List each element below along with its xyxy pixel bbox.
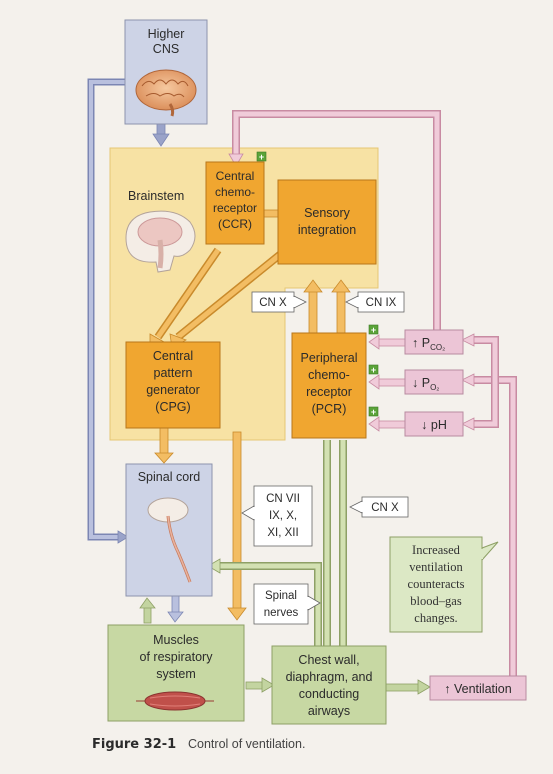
brainstem-to-muscles-arrow bbox=[227, 431, 247, 621]
brainstem-label: Brainstem bbox=[128, 189, 184, 203]
po2-label: ↓ PO₂ bbox=[412, 376, 439, 392]
spinal-nerves-callout: Spinal nerves bbox=[253, 583, 321, 625]
sensory-line1: Sensory bbox=[304, 206, 351, 220]
chest-line4: airways bbox=[308, 704, 350, 718]
cpg-line4: (CPG) bbox=[155, 400, 190, 414]
spinal-nerves-line1: Spinal bbox=[265, 590, 297, 602]
higher-cns-line1: Higher bbox=[148, 27, 185, 41]
note-line4: blood–gas bbox=[410, 594, 462, 608]
higher-cns-to-spinal-cord-arrow bbox=[87, 78, 129, 544]
muscle-icon bbox=[136, 691, 214, 711]
figure-title: Control of ventilation. bbox=[188, 737, 305, 751]
cpg-line2: pattern bbox=[154, 366, 193, 380]
cpg-to-spinal-cord-arrow bbox=[154, 426, 174, 464]
note-line1: Increased bbox=[412, 543, 461, 557]
ccr-box: Central chemo- receptor (CCR) bbox=[205, 161, 265, 245]
chest-to-spinal-cord-arrow bbox=[207, 558, 322, 648]
spinal-nerves-line2: nerves bbox=[264, 607, 299, 619]
svg-text:+: + bbox=[371, 325, 376, 335]
ccr-line3: receptor bbox=[213, 201, 257, 215]
cpg-line1: Central bbox=[153, 349, 193, 363]
cn-vii-line1: CN VII bbox=[266, 493, 300, 505]
ccr-plus-badge: + bbox=[256, 151, 267, 162]
cn-x-top-callout: CN X bbox=[251, 291, 307, 313]
svg-text:+: + bbox=[371, 407, 376, 417]
muscles-box: Muscles of respiratory system bbox=[107, 624, 245, 722]
ccr-line1: Central bbox=[216, 169, 255, 183]
cn-x-mid-label: CN X bbox=[371, 502, 399, 514]
sensory-integration-box: Sensory integration bbox=[277, 179, 377, 265]
po2-box: ↓ PO₂ bbox=[404, 369, 464, 395]
pcr-line1: Peripheral bbox=[301, 351, 358, 365]
cn-x-top-label: CN X bbox=[259, 297, 287, 309]
pcr-box: Peripheral chemo- receptor (PCR) bbox=[291, 332, 367, 439]
spinal-cord-label: Spinal cord bbox=[138, 470, 201, 484]
pco2-to-ccr-arrow bbox=[228, 110, 441, 330]
spinal-cord-box: Spinal cord bbox=[125, 463, 213, 597]
ventilation-label: ↑ Ventilation bbox=[444, 682, 511, 696]
ph-box: ↓ pH bbox=[404, 411, 464, 437]
cn-vii-line3: XI, XII bbox=[267, 527, 298, 539]
higher-cns-box: Higher CNS bbox=[124, 19, 208, 125]
note-line2: ventilation bbox=[409, 560, 463, 574]
ccr-line4: (CCR) bbox=[218, 217, 252, 231]
ventilation-box: ↑ Ventilation bbox=[429, 675, 527, 701]
blood-gas-to-pcr-arrows bbox=[368, 334, 406, 432]
figure-caption: Figure 32-1 Control of ventilation. bbox=[92, 737, 305, 752]
note-line3: counteracts bbox=[408, 577, 465, 591]
pcr-line2: chemo- bbox=[308, 368, 350, 382]
ventilation-feedback-arrows bbox=[461, 333, 517, 676]
note-box: Increased ventilation counteracts blood–… bbox=[389, 536, 499, 633]
ph-label: ↓ pH bbox=[421, 418, 447, 432]
cn-vii-callout: CN VII IX, X, XI, XII bbox=[241, 485, 313, 547]
brain-icon bbox=[135, 69, 197, 117]
spinal-cord-icon bbox=[147, 497, 192, 583]
muscles-line3: system bbox=[156, 667, 196, 681]
chest-to-ventilation-arrow bbox=[385, 679, 431, 695]
cn-ix-label: CN IX bbox=[366, 297, 397, 309]
cpg-line3: generator bbox=[146, 383, 200, 397]
cn-vii-line2: IX, X, bbox=[269, 510, 297, 522]
svg-text:+: + bbox=[259, 152, 264, 162]
muscles-to-chest-arrow bbox=[245, 677, 275, 693]
cn-ix-callout: CN IX bbox=[345, 291, 405, 313]
spinal-cord-muscles-arrows bbox=[139, 595, 184, 624]
pco2-label: ↑ PCO₂ bbox=[412, 336, 445, 352]
pco2-box: ↑ PCO₂ bbox=[404, 329, 464, 355]
svg-text:+: + bbox=[371, 365, 376, 375]
muscles-line2: of respiratory bbox=[140, 650, 214, 664]
cpg-box: Central pattern generator (CPG) bbox=[125, 341, 221, 429]
sensory-line2: integration bbox=[298, 223, 356, 237]
chest-wall-box: Chest wall, diaphragm, and conducting ai… bbox=[271, 645, 387, 725]
pcr-plus-badges: + + + bbox=[368, 324, 379, 417]
chest-line2: diaphragm, and bbox=[286, 670, 373, 684]
ccr-line2: chemo- bbox=[215, 185, 255, 199]
pcr-line3: receptor bbox=[306, 385, 352, 399]
cn-x-mid-callout: CN X bbox=[349, 496, 409, 518]
chest-to-pcr-arrows bbox=[323, 440, 347, 648]
pcr-to-sensory-arrows bbox=[303, 279, 351, 339]
pcr-line4: (PCR) bbox=[312, 402, 347, 416]
chest-line3: conducting bbox=[299, 687, 360, 701]
muscles-line1: Muscles bbox=[153, 633, 199, 647]
chest-line1: Chest wall, bbox=[298, 653, 359, 667]
higher-cns-line2: CNS bbox=[153, 42, 179, 56]
note-line5: changes. bbox=[414, 611, 457, 625]
figure-number: Figure 32-1 bbox=[92, 737, 176, 752]
head-sagittal-icon bbox=[125, 210, 196, 273]
